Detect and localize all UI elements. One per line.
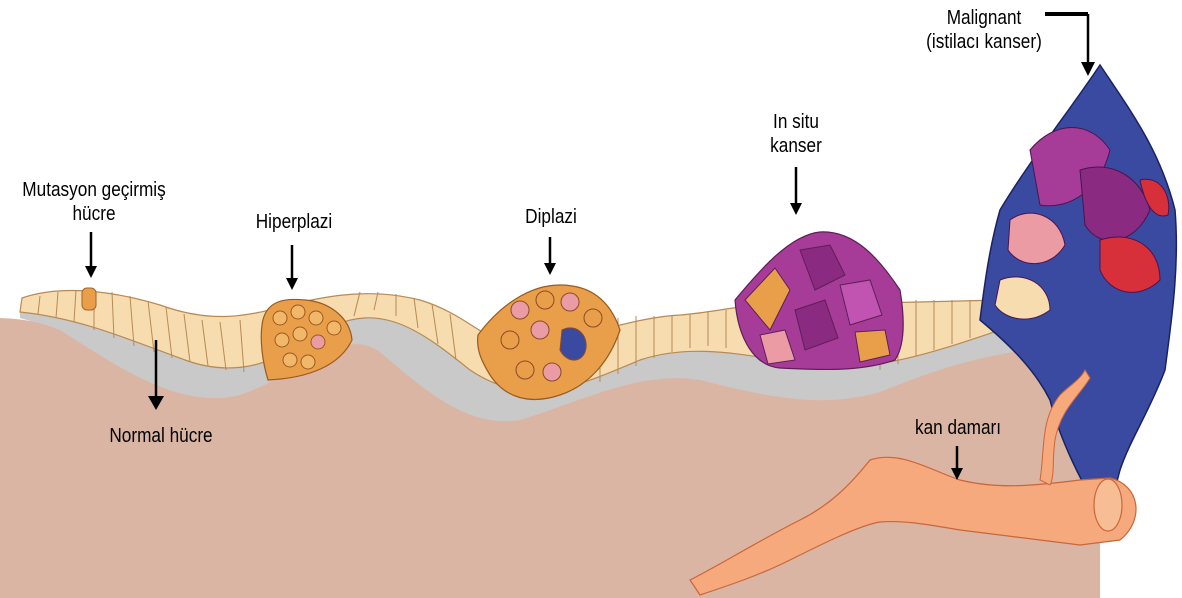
label-mutated-cell-line2: hücre — [17, 202, 172, 226]
label-dysplasia: Diplazi — [512, 205, 589, 229]
label-hyperplasia-text: Hiperplazi — [249, 210, 338, 234]
label-dysplasia-text: Diplazi — [512, 205, 589, 229]
label-blood-vessel-text: kan damarı — [906, 416, 1009, 440]
label-mutated-cell: Mutasyon geçirmiş hücre — [17, 178, 172, 226]
label-malignant-line2: (istilacı kanser) — [912, 30, 1056, 54]
label-malignant: Malignant (istilacı kanser) — [912, 6, 1056, 54]
blood-vessel-lumen — [1094, 479, 1122, 531]
label-in-situ: In situ kanser — [758, 110, 834, 158]
label-normal-cell: Normal hücre — [97, 424, 226, 448]
label-malignant-line1: Malignant — [912, 6, 1056, 30]
label-normal-cell-text: Normal hücre — [97, 424, 226, 448]
mutated-cell — [82, 288, 96, 310]
label-hyperplasia: Hiperplazi — [249, 210, 338, 234]
label-blood-vessel: kan damarı — [906, 416, 1009, 440]
label-mutated-cell-line1: Mutasyon geçirmiş — [17, 178, 172, 202]
label-in-situ-line2: kanser — [758, 134, 834, 158]
label-in-situ-line1: In situ — [758, 110, 834, 134]
